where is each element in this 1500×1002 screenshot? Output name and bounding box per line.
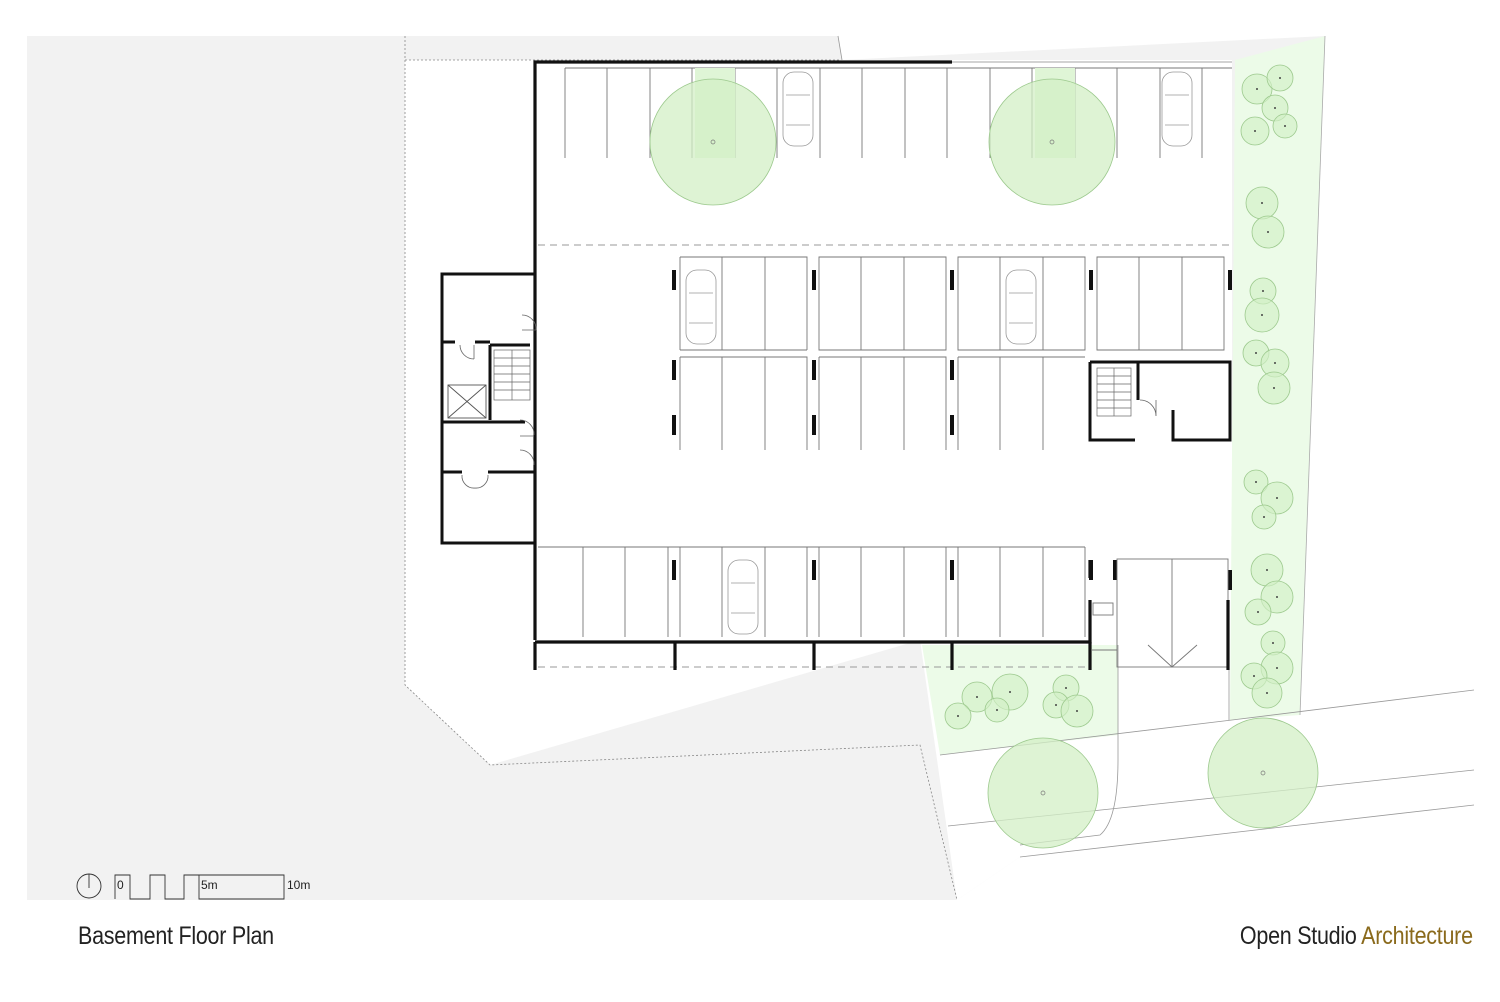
car-icon (1161, 71, 1193, 147)
scale-label-5m: 5m (201, 878, 218, 892)
scale-label-0: 0 (117, 878, 124, 892)
studio-credit: Open Studio Architecture (1240, 922, 1473, 951)
car-icon (685, 269, 717, 345)
west-core (440, 272, 535, 545)
east-core (1088, 360, 1232, 442)
car-icon (782, 71, 814, 147)
car-icon (1005, 269, 1037, 345)
north-arrow-icon (76, 873, 102, 899)
tree-icon (649, 78, 1319, 849)
exterior-walls (533, 60, 1230, 670)
studio-suffix: Architecture (1361, 922, 1473, 950)
lift-icon (447, 384, 487, 419)
stair-icon (1096, 367, 1132, 417)
scale-bar: 0 5m 10m (114, 874, 310, 900)
site-boundary (404, 36, 958, 901)
drawing-title: Basement Floor Plan (78, 922, 274, 950)
door-swing-icon (459, 314, 537, 489)
door-swing-icon (1139, 399, 1157, 417)
parking-row-middle (679, 256, 1225, 450)
scale-label-10m: 10m (287, 878, 310, 892)
car-icon (727, 559, 759, 635)
stair-icon (493, 349, 531, 401)
parking-floor (535, 62, 1230, 640)
parking-row-bottom (538, 546, 1086, 637)
studio-name: Open Studio (1240, 922, 1357, 950)
